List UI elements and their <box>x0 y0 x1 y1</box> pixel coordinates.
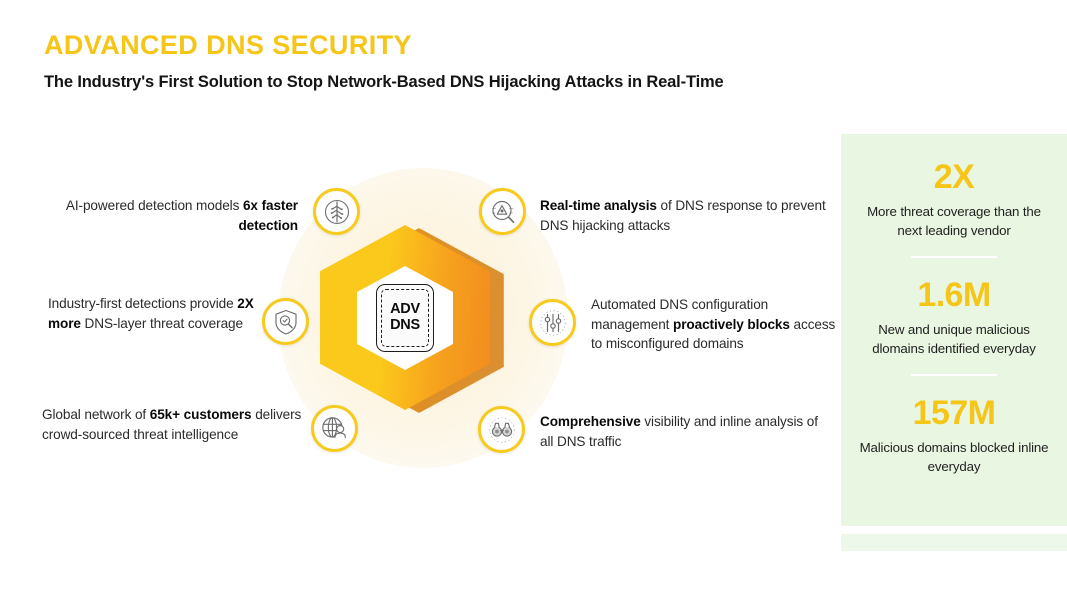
stats-panel: 2X More threat coverage than the next le… <box>841 134 1067 526</box>
feature-text-realtime: Real-time analysis of DNS response to pr… <box>540 196 830 235</box>
shield-magnifier-icon[interactable] <box>262 298 309 345</box>
feature-text-segment-0: Real-time analysis <box>540 198 657 213</box>
stats-panel-footer-strip <box>841 534 1067 551</box>
feature-text-segment-1: 65k+ customers <box>149 407 252 422</box>
stat-card: 1.6M New and unique malicious dlomains i… <box>841 258 1067 377</box>
stat-label: New and unique malicious dlomains identi… <box>872 321 1036 356</box>
adv-dns-card-dashed-border <box>381 289 429 347</box>
binoculars-icon[interactable] <box>478 406 525 453</box>
stat-value: 1.6M <box>917 276 991 315</box>
feature-text-segment-0: Global network of <box>42 407 150 422</box>
stat-label: Malicious domains blocked inline everyda… <box>859 439 1049 474</box>
stat-card: 157M Malicious domains blocked inline ev… <box>841 376 1067 476</box>
stat-label: More threat coverage than the next leadi… <box>867 203 1041 238</box>
stat-divider <box>911 374 997 377</box>
feature-text-segment-0: Industry-first detections provide <box>48 296 238 311</box>
hexagon-badge: ADV DNS <box>318 222 518 422</box>
adv-dns-card: ADV DNS <box>376 284 434 352</box>
feature-text-segment-0: Comprehensive <box>540 414 641 429</box>
adv-dns-line-1: ADV <box>390 301 420 318</box>
magnifier-alert-icon[interactable] <box>479 188 526 235</box>
feature-text-global: Global network of 65k+ customers deliver… <box>42 405 310 444</box>
stat-card: 2X More threat coverage than the next le… <box>841 134 1067 259</box>
page-title: ADVANCED DNS SECURITY <box>44 30 412 60</box>
stat-value: 157M <box>912 394 996 433</box>
adv-dns-line-2: DNS <box>390 317 420 333</box>
feature-text-segment-1: 2X more <box>48 296 254 331</box>
feature-text-segment-0: Automated DNS configuration management <box>591 297 769 332</box>
feature-text-comprehensive: Comprehensive visibility and inline anal… <box>540 412 830 451</box>
feature-text-segment-0: AI-powered detection models <box>65 198 240 213</box>
feature-text-segment-1: proactively blocks <box>673 316 790 332</box>
brain-ai-icon[interactable] <box>313 188 360 235</box>
feature-text-segment-2: access to misconfigured domains <box>591 316 836 352</box>
feature-text-automated: Automated DNS configuration management p… <box>591 295 841 354</box>
page-subtitle: The Industry's First Solution to Stop Ne… <box>44 73 724 92</box>
stat-divider <box>911 256 997 259</box>
feature-text-segment-2: delivers crowd-sourced threat intelligen… <box>42 407 302 442</box>
feature-text-industry: Industry-first detections provide 2X mor… <box>48 294 278 333</box>
stat-value: 2X <box>933 158 975 196</box>
feature-text-segment-1: of DNS response to prevent DNS hijacking… <box>540 198 826 233</box>
feature-text-segment-2: 6x faster detection <box>238 198 298 233</box>
globe-user-icon[interactable] <box>311 405 358 452</box>
feature-text-segment-2: DNS-layer threat coverage <box>80 315 244 331</box>
adv-dns-card-label: ADV DNS <box>390 302 420 333</box>
feature-text-ai: AI-powered detection models 6x faster de… <box>38 196 298 235</box>
feature-text-segment-1: visibility and inline analysis of all DN… <box>540 414 818 449</box>
header: ADVANCED DNS SECURITY The Industry's Fir… <box>44 30 724 92</box>
sliders-icon[interactable] <box>529 299 576 346</box>
